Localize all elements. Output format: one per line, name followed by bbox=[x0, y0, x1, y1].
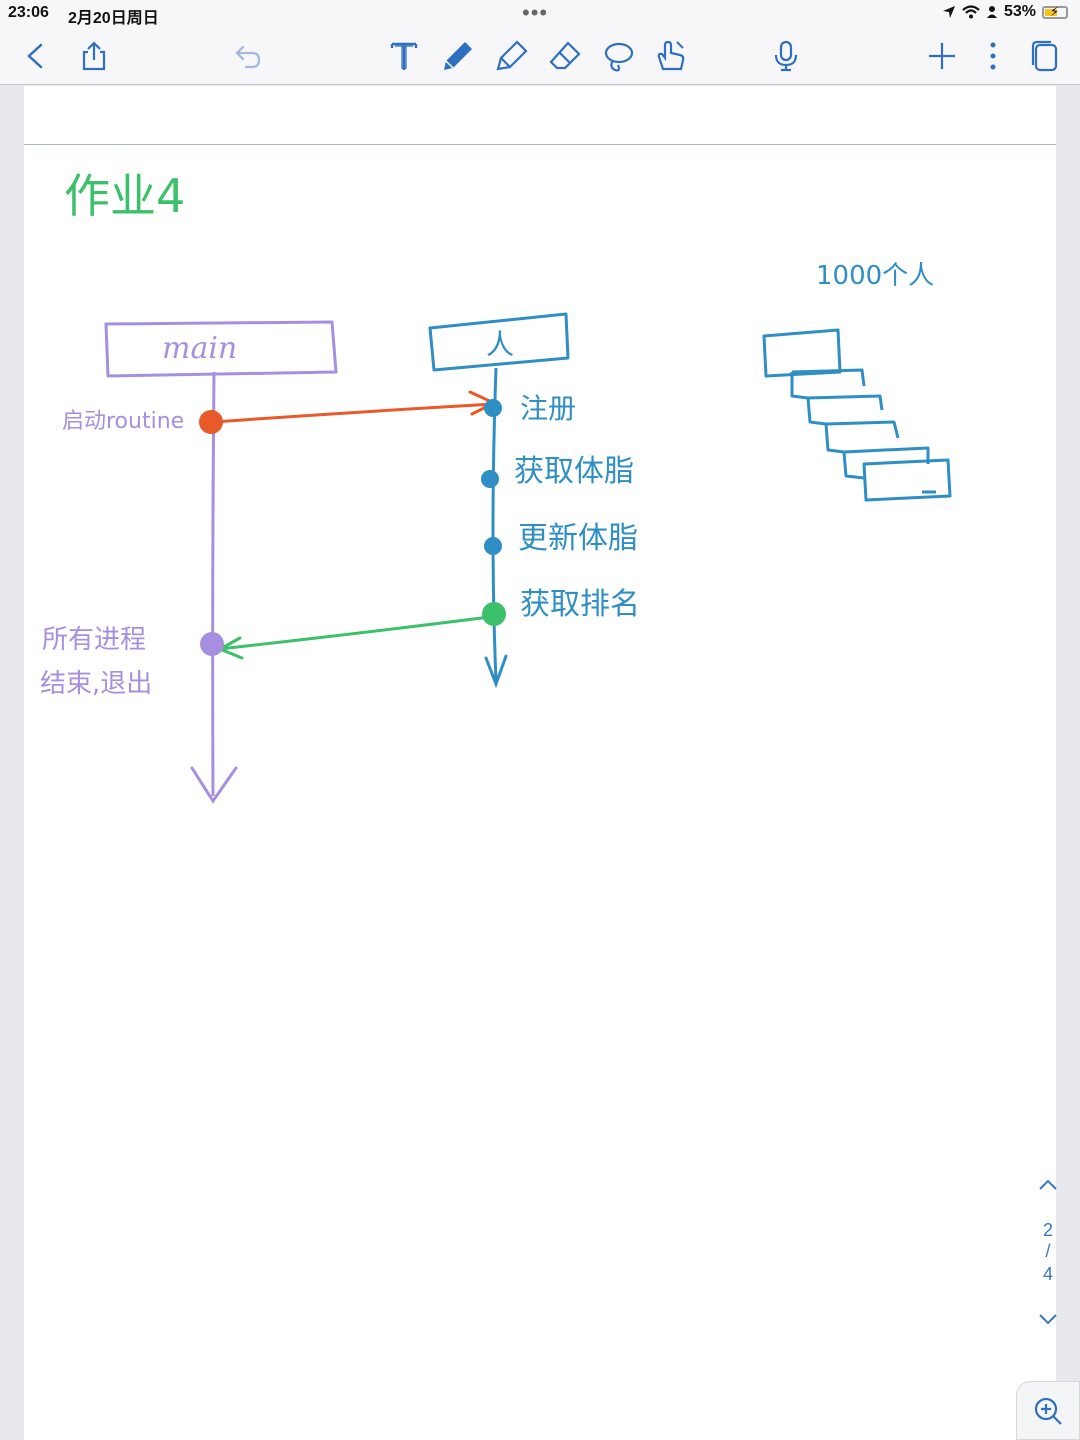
back-icon[interactable] bbox=[14, 34, 58, 78]
end-label-line2: 结束,退出 bbox=[40, 669, 152, 699]
add-icon[interactable] bbox=[920, 34, 964, 78]
note-title: 作业4 bbox=[64, 169, 185, 223]
return-arrow bbox=[219, 615, 491, 651]
toolbar bbox=[0, 28, 1080, 85]
crowd-label: 1000个人 bbox=[816, 261, 934, 291]
person-box-label: 人 bbox=[486, 328, 514, 361]
total-pages: 4 bbox=[1042, 1264, 1053, 1284]
microphone-icon[interactable] bbox=[764, 34, 808, 78]
location-icon bbox=[942, 6, 955, 18]
person-icon bbox=[986, 6, 997, 18]
main-arrowhead bbox=[190, 766, 238, 804]
start-routine-label: 启动routine bbox=[62, 409, 184, 434]
main-box-label: main bbox=[162, 331, 237, 366]
person-box: 人 bbox=[428, 312, 570, 372]
step-label-register: 注册 bbox=[520, 392, 576, 425]
step-dot-update-bodyfat bbox=[484, 537, 502, 555]
zoom-in-button[interactable] bbox=[1016, 1381, 1080, 1440]
wifi-icon bbox=[962, 5, 980, 19]
start-dot bbox=[199, 410, 223, 434]
main-lifeline bbox=[211, 371, 216, 797]
stacked-boxes bbox=[762, 328, 952, 502]
note-page[interactable]: 作业4 main 人 启动routine 注册 获取体脂 更新体脂 获取排名 bbox=[24, 86, 1056, 1440]
status-time: 23:06 bbox=[8, 4, 49, 21]
handwriting-canvas[interactable]: 作业4 main 人 启动routine 注册 获取体脂 更新体脂 获取排名 bbox=[24, 86, 1056, 1440]
start-arrow bbox=[213, 402, 495, 424]
page-indicator: 2 / 4 bbox=[1032, 1165, 1064, 1345]
battery-icon: ⚡ bbox=[1042, 4, 1068, 19]
step-label-get-rank: 获取排名 bbox=[520, 587, 640, 622]
page-top-margin-line bbox=[24, 144, 1056, 145]
battery-percent: 53% bbox=[1003, 3, 1036, 20]
pen-icon[interactable] bbox=[436, 34, 480, 78]
step-dot-get-bodyfat bbox=[481, 470, 499, 488]
share-icon[interactable] bbox=[72, 34, 116, 78]
pages-icon[interactable] bbox=[1022, 34, 1066, 78]
status-indicators: 53% ⚡ bbox=[942, 3, 1068, 21]
highlighter-icon[interactable] bbox=[490, 34, 534, 78]
step-dot-get-rank bbox=[482, 602, 506, 626]
multitasking-dots[interactable]: ••• bbox=[522, 0, 549, 25]
end-dot bbox=[200, 632, 224, 656]
step-label-update-bodyfat: 更新体脂 bbox=[518, 521, 638, 556]
status-bar: 23:06 2月20日周日 ••• 53% ⚡ bbox=[0, 0, 1080, 28]
step-dot-register bbox=[484, 399, 502, 417]
status-date: 2月20日周日 bbox=[68, 10, 159, 27]
undo-icon[interactable] bbox=[226, 34, 270, 78]
current-page: 2 bbox=[1042, 1220, 1053, 1240]
more-icon[interactable] bbox=[971, 34, 1015, 78]
zoom-in-icon bbox=[1034, 1397, 1062, 1425]
eraser-icon[interactable] bbox=[543, 34, 587, 78]
end-label-line1: 所有进程 bbox=[42, 625, 146, 655]
main-box: main bbox=[104, 320, 338, 378]
person-arrowhead bbox=[484, 654, 508, 689]
lasso-icon[interactable] bbox=[596, 34, 640, 78]
chevron-up-icon[interactable] bbox=[1036, 1173, 1060, 1197]
page-separator: / bbox=[1045, 1241, 1051, 1261]
text-tool-icon[interactable] bbox=[382, 34, 426, 78]
pointer-hand-icon[interactable] bbox=[648, 34, 692, 78]
step-label-get-bodyfat: 获取体脂 bbox=[514, 454, 634, 489]
chevron-down-icon[interactable] bbox=[1036, 1307, 1060, 1331]
